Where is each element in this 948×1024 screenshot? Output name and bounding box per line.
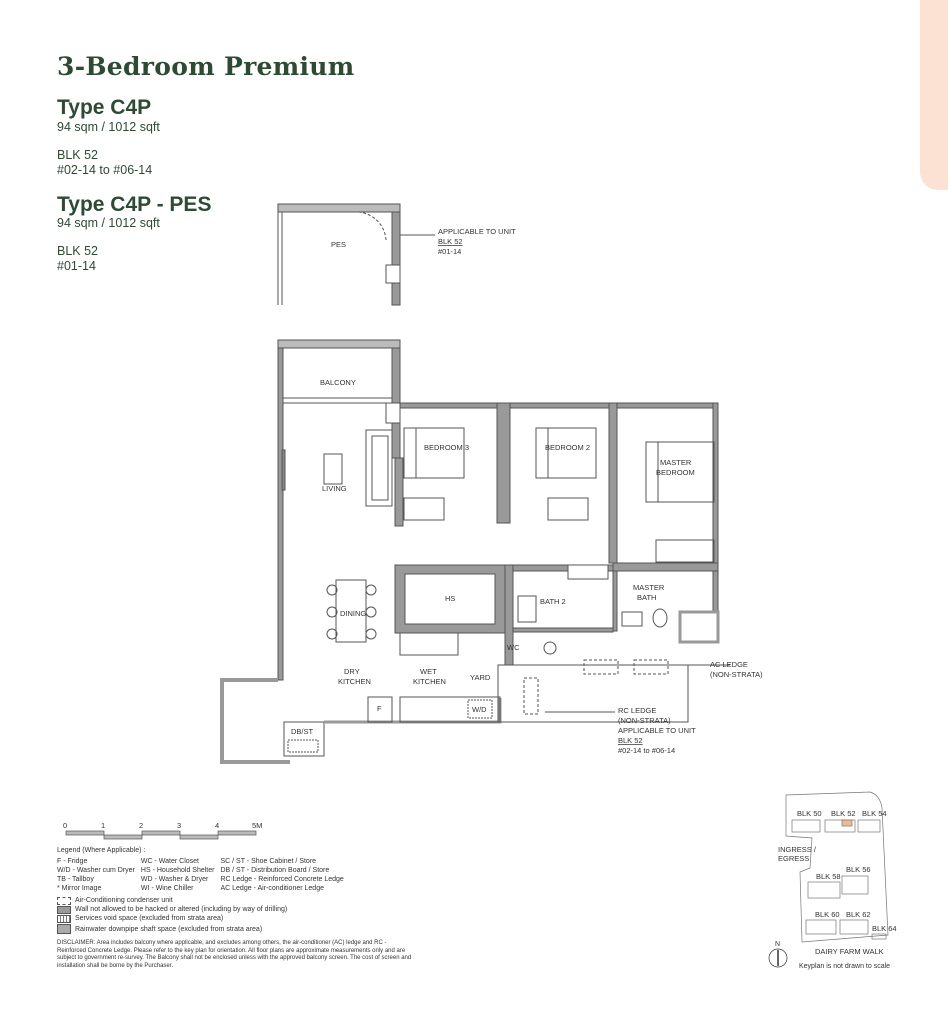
legend: Legend (Where Applicable) : F - Fridge WC… <box>57 846 427 970</box>
legend-entry: WI - Wine Chiller <box>140 885 194 892</box>
room-wc: WC <box>507 643 520 652</box>
room-master-bedroom-2: BEDROOM <box>656 468 695 477</box>
disclaimer: DISCLAIMER: Area includes balcony where … <box>57 940 412 969</box>
ac-ledge-2: (NON-STRATA) <box>710 670 763 679</box>
label-washer-dryer: W/D <box>472 705 487 714</box>
pes-note-blk: BLK 52 <box>438 237 463 246</box>
downpipe-icon <box>57 924 71 934</box>
legend-entry: SC / ST - Shoe Cabinet / Store <box>220 858 317 865</box>
room-living: LIVING <box>322 484 347 493</box>
room-bath-2: BATH 2 <box>540 597 566 606</box>
rc-ledge-3: APPLICABLE TO UNIT <box>618 726 696 735</box>
room-bedroom-2: BEDROOM 2 <box>545 443 590 452</box>
pes-note: APPLICABLE TO UNIT <box>438 227 516 236</box>
unit-stacks: #02-14 to #06-14 <box>57 163 153 177</box>
legend-entry: F - Fridge <box>57 858 88 865</box>
legend-entry: HS - Household Shelter <box>140 867 215 874</box>
keyplan-road: DAIRY FARM WALK <box>815 947 884 956</box>
legend-heading: Legend (Where Applicable) : <box>57 847 146 854</box>
legend-entry: DB / ST - Distribution Board / Store <box>220 867 330 874</box>
scale-tick: 4 <box>215 821 219 830</box>
legend-symbol: Services void space (excluded from strat… <box>75 915 224 922</box>
keyplan-highlight-unit <box>841 819 853 827</box>
room-hs: HS <box>445 594 455 603</box>
ac-unit-icon <box>57 896 71 905</box>
room-master-bath-1: MASTER <box>633 583 665 592</box>
page-title: 3-Bedroom Premium <box>57 52 355 81</box>
label-db-st: DB/ST <box>291 727 314 736</box>
unit-stacks-pes: #01-14 <box>57 259 96 273</box>
legend-table: F - Fridge WC - Water Closet SC / ST - Sho… <box>57 857 350 893</box>
keyplan-blk: BLK 50 <box>797 809 822 818</box>
scale-tick: 1 <box>101 821 105 830</box>
room-dining: DINING <box>340 609 366 618</box>
keyplan-blk: BLK 64 <box>872 924 897 933</box>
wall-icon <box>57 905 71 914</box>
scale-bar <box>65 830 257 840</box>
rc-ledge-1: RC LEDGE <box>618 706 656 715</box>
keyplan-note: Keyplan is not drawn to scale <box>799 963 890 970</box>
page-tab <box>920 0 948 190</box>
void-icon <box>57 914 71 923</box>
keyplan <box>768 791 889 968</box>
keyplan-blk: BLK 62 <box>846 910 871 919</box>
keyplan-blk: BLK 58 <box>816 872 841 881</box>
room-dry-kitchen-1: DRY <box>344 667 360 676</box>
room-pes: PES <box>331 240 346 249</box>
rc-ledge-5: #02-14 to #06-14 <box>618 746 675 755</box>
unit-block-pes: BLK 52 <box>57 244 99 258</box>
room-wet-kitchen-2: KITCHEN <box>413 677 446 686</box>
legend-symbol: Wall not allowed to be hacked or altered… <box>75 906 288 913</box>
pes-note-unit: #01-14 <box>438 247 461 256</box>
room-balcony: BALCONY <box>320 378 356 387</box>
keyplan-blk: BLK 52 <box>831 809 856 818</box>
legend-entry: TB - Tallboy <box>57 876 94 883</box>
scale-tick: 5M <box>252 821 262 830</box>
scale-tick: 2 <box>139 821 143 830</box>
keyplan-ingress: INGRESS / <box>778 845 817 854</box>
legend-entry: WC - Water Closet <box>140 858 199 865</box>
legend-entry: WD - Washer & Dryer <box>140 876 209 883</box>
ac-ledge-1: AC LEDGE <box>710 660 748 669</box>
room-wet-kitchen-1: WET <box>420 667 437 676</box>
legend-entry: AC Ledge - Air-conditioner Ledge <box>220 885 324 892</box>
legend-entry: * Mirror Image <box>57 885 102 892</box>
unit-type-pes: Type C4P - PES <box>57 193 212 216</box>
room-master-bath-2: BATH <box>637 593 656 602</box>
scale-tick: 3 <box>177 821 181 830</box>
keyplan-blk: BLK 60 <box>815 910 840 919</box>
rc-ledge-2: (NON-STRATA) <box>618 716 671 725</box>
unit-block: BLK 52 <box>57 148 99 162</box>
label-fridge: F <box>377 704 382 713</box>
legend-symbol: Air-Conditioning condenser unit <box>75 897 173 904</box>
room-master-bedroom-1: MASTER <box>660 458 692 467</box>
unit-type: Type C4P <box>57 96 152 119</box>
keyplan-blk: BLK 56 <box>846 865 871 874</box>
room-yard: YARD <box>470 673 491 682</box>
legend-entry: RC Ledge - Reinforced Concrete Ledge <box>220 876 344 883</box>
north-label: N <box>775 941 780 948</box>
rc-ledge-4: BLK 52 <box>618 736 643 745</box>
scale-tick: 0 <box>63 821 67 830</box>
room-bedroom-3: BEDROOM 3 <box>424 443 469 452</box>
unit-area: 94 sqm / 1012 sqft <box>57 120 160 134</box>
room-dry-kitchen-2: KITCHEN <box>338 677 371 686</box>
unit-area-pes: 94 sqm / 1012 sqft <box>57 216 160 230</box>
legend-entry: W/D - Washer cum Dryer <box>57 867 135 874</box>
pes-top-wall <box>277 203 401 213</box>
keyplan-blk: BLK 54 <box>862 809 887 818</box>
legend-symbol: Rainwater downpipe shaft space (excluded… <box>75 925 263 933</box>
keyplan-egress: EGRESS <box>778 854 809 863</box>
